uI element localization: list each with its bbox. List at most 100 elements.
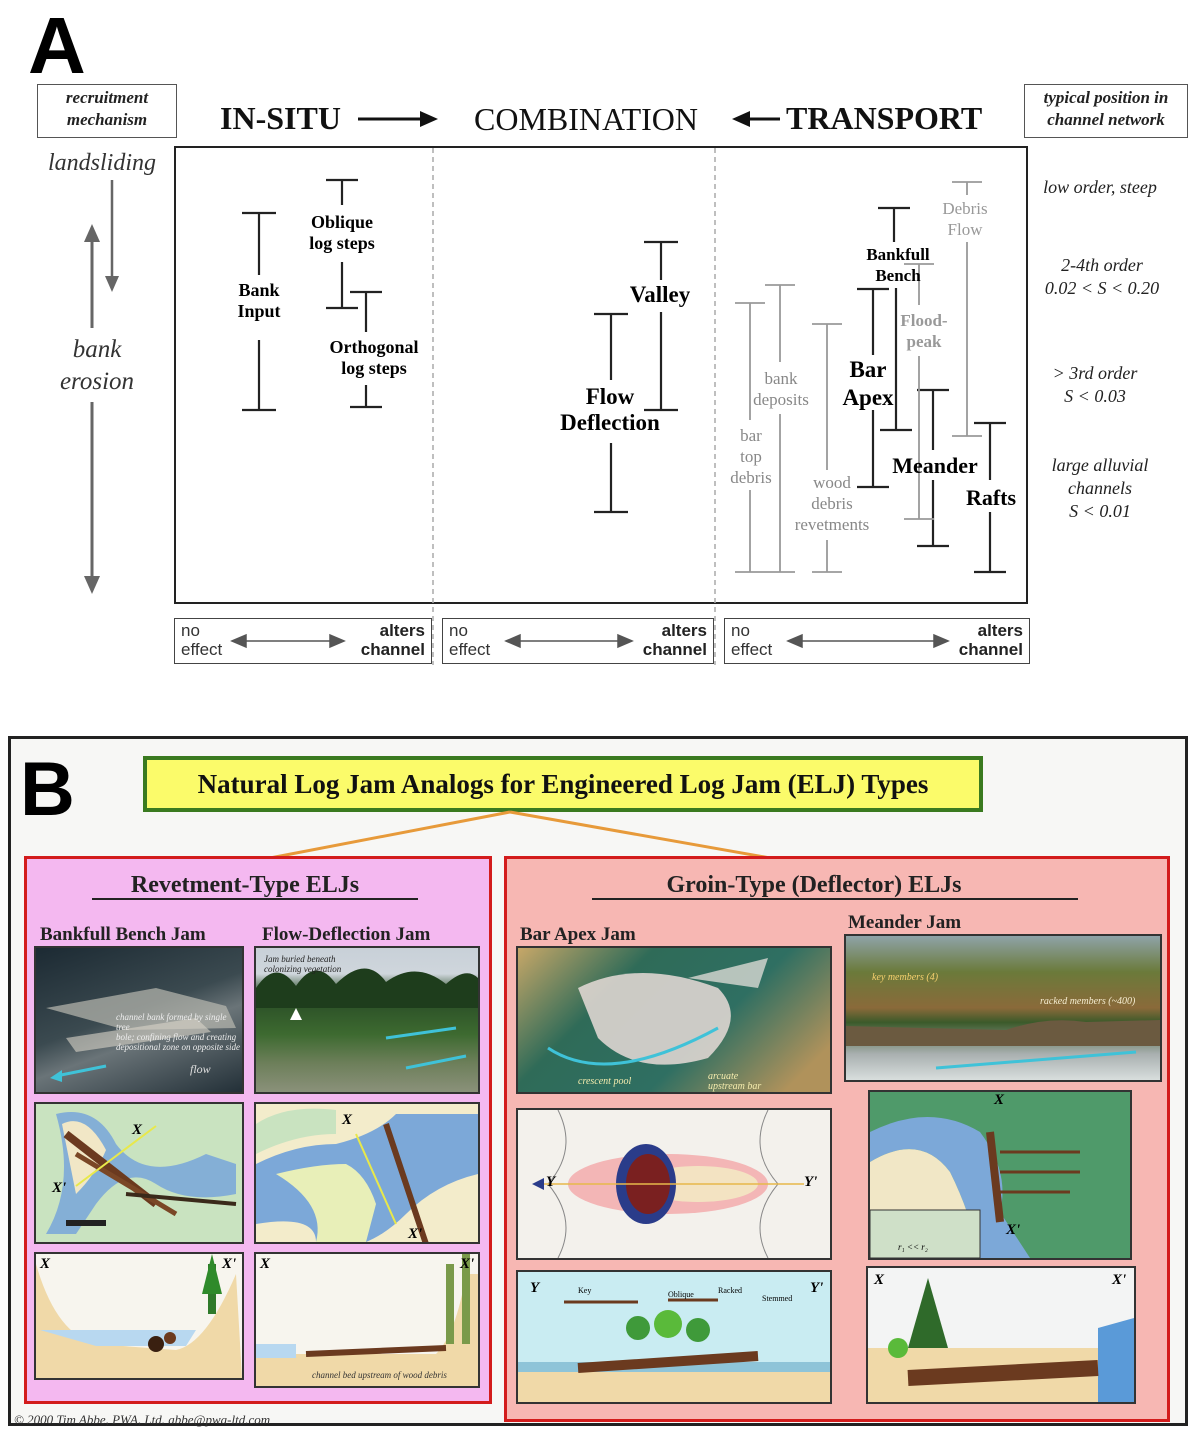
flow-deflection-plan-view: X X': [254, 1102, 480, 1244]
bankfull-flow-label: flow: [190, 1062, 211, 1076]
orthogonal-line1: Orthogonal: [329, 337, 419, 357]
header-transport: TRANSPORT: [786, 100, 983, 136]
note-low-order: low order, steep: [1030, 176, 1170, 199]
meander-section-x: X: [874, 1272, 885, 1288]
bar-apex-photo-art: [547, 958, 768, 1066]
bankfull-plan-view: X X': [34, 1102, 244, 1244]
meander-plan-x: X: [994, 1092, 1005, 1108]
note-2-4th-line1: 2-4th order: [1061, 255, 1143, 275]
range-bars: [242, 148, 1006, 665]
bar-apex-plan-y: Y: [546, 1174, 556, 1190]
effect-right-3b: channel: [958, 640, 1023, 659]
meander-section-xp: X': [1112, 1272, 1127, 1288]
label-bank-input: Bank Input: [222, 280, 296, 321]
bankfull-bench-photo: channel bank formed by single tree bole;…: [34, 946, 244, 1094]
panel-b-letter: B: [20, 747, 75, 832]
label-valley: Valley: [629, 282, 691, 307]
bar-apex-cross-section: Y Y' Key Oblique Racked Stemmed: [516, 1270, 832, 1404]
recruitment-line1: recruitment: [65, 88, 149, 107]
bank-erosion-line1: bank: [72, 336, 122, 363]
note-3rd-line1: > 3rd order: [1052, 363, 1138, 383]
label-wood-debris-revetments: wood debris revetments: [786, 472, 878, 535]
debris-flow-line1: Debris: [942, 199, 988, 218]
bankfull-plan-x: X: [132, 1122, 143, 1138]
meander-section-art: [868, 1278, 1134, 1402]
effect-left-1: no: [181, 621, 200, 640]
section-stemmed-label: Stemmed: [762, 1294, 793, 1303]
bar-apex-line1: Bar: [849, 357, 887, 382]
header-combination: COMBINATION: [474, 101, 698, 137]
header-arrows: [358, 111, 780, 127]
bar-apex-right-1: arcuate: [708, 1071, 739, 1082]
flow-section-art: [256, 1254, 478, 1386]
meander-photo: key members (4) racked members (~400): [844, 934, 1162, 1082]
flow-section-xp: X': [460, 1256, 475, 1272]
bar-apex-section-y: Y: [530, 1280, 540, 1296]
bankfull-caption-2: bole; confining flow and creating: [116, 1032, 237, 1042]
meander-plan-view: X X' r₁ << r₂: [868, 1090, 1132, 1260]
bar-apex-photo-right-caption: arcuate upstream bar: [708, 1072, 761, 1092]
note-2-4th-order: 2-4th order 0.02 < S < 0.20: [1030, 254, 1174, 300]
flow-caption-2: colonizing vegetation: [264, 964, 342, 974]
label-flood-peak: Flood- peak: [894, 310, 954, 352]
position-line1: typical position in: [1043, 88, 1169, 107]
bar-apex-jam-label: Bar Apex Jam: [520, 924, 636, 945]
bar-apex-line2: Apex: [842, 385, 894, 410]
bankfull-section-x: X: [40, 1256, 51, 1272]
flow-section-caption: channel bed upstream of wood debris: [312, 1370, 447, 1380]
label-bar-apex: Bar Apex: [832, 356, 904, 412]
bar-top-debris-line2: top: [740, 447, 762, 466]
bar-apex-plan-view: Y Y': [516, 1108, 832, 1260]
bar-top-debris-line1: bar: [740, 426, 762, 445]
note-large-line1: large alluvial: [1051, 455, 1149, 475]
flood-peak-line2: peak: [906, 332, 942, 351]
bankfull-bench-jam-label: Bankfull Bench Jam: [40, 924, 206, 945]
oblique-line1: Oblique: [310, 212, 374, 232]
meander-plan-xp: X': [1006, 1222, 1021, 1238]
bar-apex-section-yp: Y': [810, 1280, 824, 1296]
note-large-alluvial: large alluvial channels S < 0.01: [1030, 454, 1170, 523]
effect-right-1: alters: [379, 621, 425, 640]
wood-debris-line1: wood: [813, 473, 851, 492]
bar-top-debris-line3: debris: [730, 468, 772, 487]
header-in-situ: IN-SITU: [220, 100, 341, 136]
effect-left-3: no: [731, 621, 750, 640]
wood-debris-line3: revetments: [794, 515, 870, 534]
section-key-label: Key: [578, 1286, 592, 1295]
panel-a-letter: A: [28, 1, 86, 90]
bank-erosion-line2: erosion: [59, 368, 135, 395]
bar-apex-photo-left-caption: crescent pool: [578, 1076, 632, 1087]
effect-right-3: alters: [977, 621, 1023, 640]
bankfull-caption-1: channel bank formed by single tree: [116, 1012, 227, 1032]
note-3rd-order: > 3rd order S < 0.03: [1030, 362, 1160, 408]
meander-photo-racked: racked members (~400): [1040, 996, 1136, 1007]
flow-plan-art: [256, 1108, 478, 1242]
bankfull-bench-line2: Bench: [875, 266, 921, 285]
position-line2: channel network: [1047, 110, 1165, 129]
bank-input-line2: Input: [237, 300, 281, 321]
label-bankfull-bench: Bankfull Bench: [856, 244, 940, 286]
bankfull-photo-caption: channel bank formed by single tree bole;…: [116, 1012, 242, 1052]
bankfull-photo-art: [46, 988, 236, 1082]
bar-apex-right-2: upstream bar: [708, 1081, 762, 1092]
flow-photo-art: [256, 968, 478, 1070]
label-orthogonal-log-steps: Orthogonal log steps: [318, 337, 430, 378]
recruitment-mechanism-box: recruitment mechanism: [37, 84, 177, 138]
channel-position-box: typical position in channel network: [1024, 84, 1188, 138]
label-meander: Meander: [892, 453, 978, 478]
flow-photo-caption: Jam buried beneath colonizing vegetation: [264, 954, 341, 974]
flow-deflection-line2: Deflection: [560, 410, 660, 436]
meander-plan-art: [870, 1117, 1080, 1258]
meander-photo-art: [846, 1020, 1160, 1070]
revetment-title-underline: [92, 898, 418, 900]
meander-jam-label: Meander Jam: [848, 912, 962, 933]
debris-flow-line2: Flow: [947, 220, 983, 239]
jam-diagram-box: [174, 146, 1028, 604]
groin-title-underline: [592, 898, 1078, 900]
bankfull-plan-xp: X': [52, 1180, 67, 1196]
bankfull-bench-line1: Bankfull: [866, 245, 930, 264]
effect-left-3b: effect: [731, 640, 773, 659]
